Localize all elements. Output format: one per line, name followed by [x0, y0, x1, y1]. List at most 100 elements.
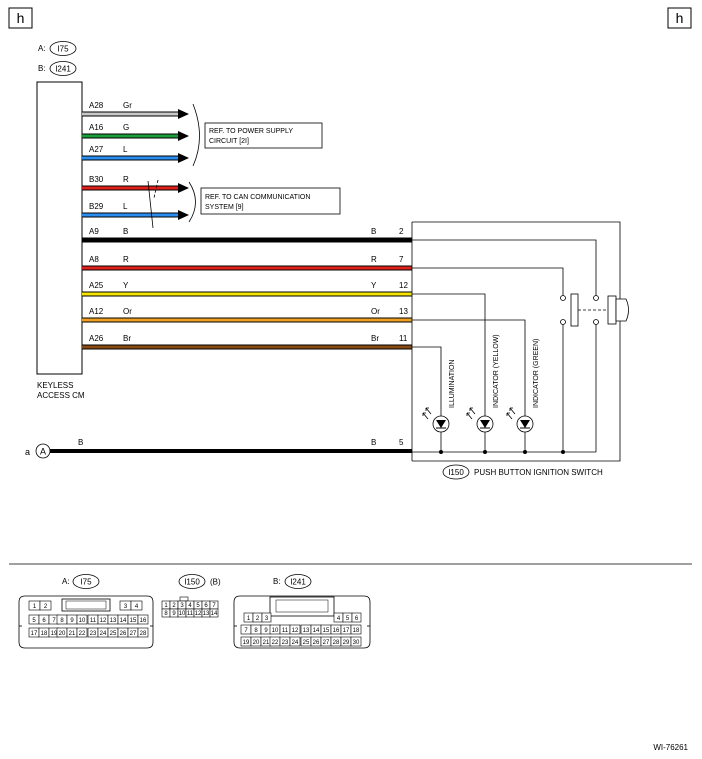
module-name-line1: KEYLESS [37, 381, 73, 390]
pin-number: 14 [211, 611, 218, 617]
twisted-pair-marker-dashed [153, 179, 159, 199]
pin-number: 30 [353, 640, 360, 646]
pin-number: 4 [337, 616, 341, 622]
pin-number: 17 [343, 628, 350, 634]
pin-number: 1 [164, 603, 168, 609]
keyless-access-cm-box [36, 81, 83, 375]
svg-text:h: h [676, 10, 684, 26]
pin-number: 2 [256, 616, 260, 622]
junction-dots [439, 450, 565, 454]
pin-number: 26 [120, 631, 127, 637]
ignition-switch-housing [411, 221, 621, 462]
svg-text:I75: I75 [80, 578, 92, 587]
wire-pin-label: A16 [89, 123, 104, 132]
wire-color-label: R [123, 175, 129, 184]
pin-number: 8 [254, 628, 258, 634]
pin-number: 11 [282, 628, 289, 634]
pin-number: 13 [203, 611, 210, 617]
pin-cell [289, 636, 301, 647]
pin-number: 25 [303, 640, 310, 646]
wire-dest-pin-label: 7 [399, 255, 404, 264]
pin-number: 20 [59, 631, 66, 637]
pin-cell [76, 614, 88, 625]
pin-number: 25 [110, 631, 117, 637]
pin-number: 12 [100, 618, 107, 624]
pin-number: 3 [265, 616, 269, 622]
wire-color-label: Br [123, 334, 131, 343]
wire-dest-color-label: Or [371, 307, 380, 316]
svg-text:A:: A: [62, 577, 70, 586]
pin-cell [130, 600, 143, 611]
figure-code: WI-76261 [653, 743, 688, 752]
svg-text:B:: B: [38, 64, 46, 73]
pin-number: 20 [253, 640, 260, 646]
pin-number: 16 [333, 628, 340, 634]
wire-pin-label: A12 [89, 307, 104, 316]
svg-text:I75: I75 [57, 45, 69, 54]
svg-text:A: A [40, 447, 46, 457]
pin-number: 13 [110, 618, 117, 624]
svg-text:I241: I241 [55, 65, 71, 74]
page-marker-right: h [667, 7, 692, 29]
pin-cell [137, 614, 149, 625]
pin-number: 11 [90, 618, 97, 624]
pin-number: 10 [79, 618, 86, 624]
svg-text:PUSH BUTTON IGNITION SWITCH: PUSH BUTTON IGNITION SWITCH [474, 468, 603, 477]
pin-number: 28 [333, 640, 340, 646]
svg-text:I150: I150 [448, 468, 464, 477]
svg-text:B:: B: [273, 577, 281, 586]
pin-cell [137, 627, 149, 638]
pin-number: 18 [353, 628, 360, 634]
ground-wire: a A B B 5 [25, 438, 412, 459]
pin-number: 4 [135, 604, 139, 610]
svg-text:a: a [25, 447, 30, 457]
pin-number: 9 [264, 628, 268, 634]
pin-number: 23 [282, 640, 289, 646]
pin-number: 7 [212, 603, 216, 609]
pin-number: 9 [70, 618, 74, 624]
pin-cell [39, 600, 52, 611]
pin-number: 8 [164, 611, 168, 617]
wire-pin-label: B29 [89, 202, 104, 211]
wire-color-label: Y [123, 281, 129, 290]
pin-number: 6 [42, 618, 46, 624]
led-1: ILLUMINATION [422, 360, 456, 433]
pin-number: 6 [355, 616, 359, 622]
pin-cell [289, 624, 301, 635]
svg-text:I150: I150 [184, 578, 200, 587]
pin-cell [76, 627, 88, 638]
push-button-icon [607, 295, 629, 325]
pin-number: 5 [346, 616, 350, 622]
pin-number: 21 [69, 631, 76, 637]
wire-pin-label: A28 [89, 101, 104, 110]
pin-number: 5 [32, 618, 36, 624]
wire-color-label: L [123, 202, 128, 211]
pin-number: 6 [204, 603, 208, 609]
wire-pin-label: A9 [89, 227, 99, 236]
wire-dest-pin-label: 13 [399, 307, 408, 316]
pin-number: 5 [196, 603, 200, 609]
pin-cell [350, 624, 362, 635]
pin-number: 12 [195, 611, 202, 617]
wire-pin-label: A26 [89, 334, 104, 343]
pin-number: 15 [130, 618, 137, 624]
switch-internal-circuit [412, 239, 597, 453]
wire-color-label: L [123, 145, 128, 154]
pin-number: 7 [52, 618, 56, 624]
wire-dest-color-label: B [371, 227, 376, 236]
wire-dest-color-label: R [371, 255, 377, 264]
connector-i75-label: A: I75 [62, 574, 100, 589]
pin-number: 3 [124, 604, 128, 610]
wire-dest-pin-label: 2 [399, 227, 404, 236]
pin-cell [351, 612, 362, 623]
wire-pin-label: A8 [89, 255, 99, 264]
pin-number: 2 [172, 603, 176, 609]
